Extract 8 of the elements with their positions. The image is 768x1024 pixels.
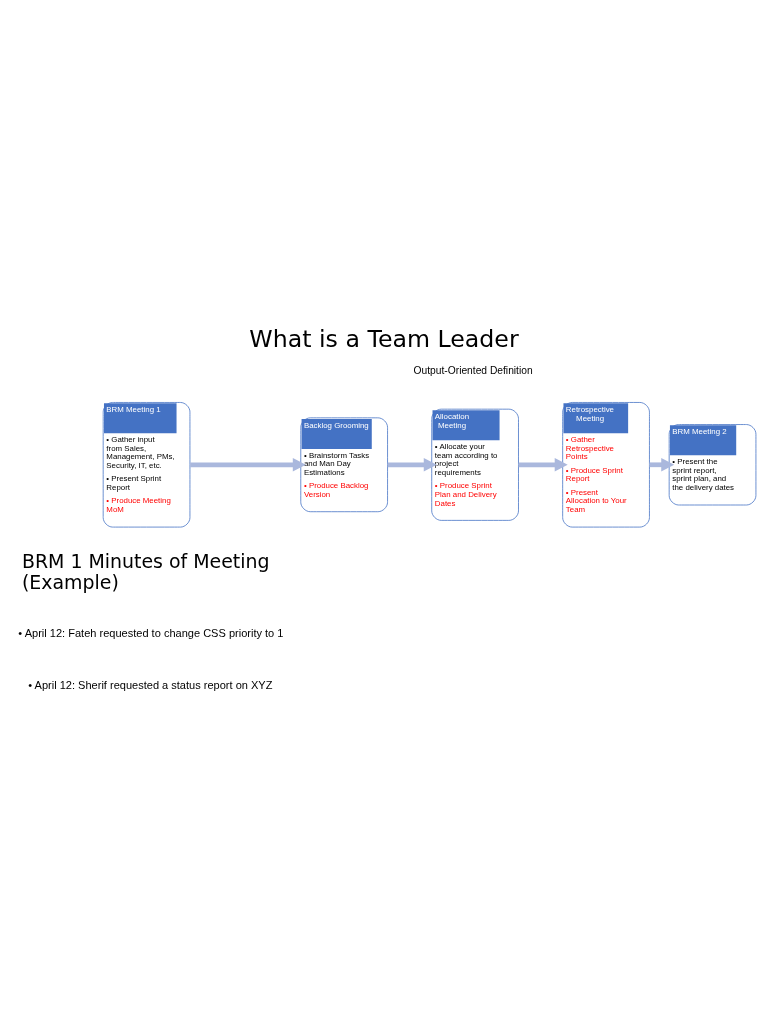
arrow [190, 457, 306, 472]
diagram-title: What is a Team Leader [249, 324, 519, 353]
arrow [387, 457, 437, 472]
label: • April 12: Sherif requested a status report on XYZ [28, 678, 273, 691]
label: Output-Oriented Definition [413, 364, 533, 376]
arrow [518, 457, 568, 472]
label: • April 12: Fateh requested to change CSS priority to 1 [18, 626, 284, 639]
label: BRM 1 Minutes of Meeting (Example) [21, 549, 270, 593]
